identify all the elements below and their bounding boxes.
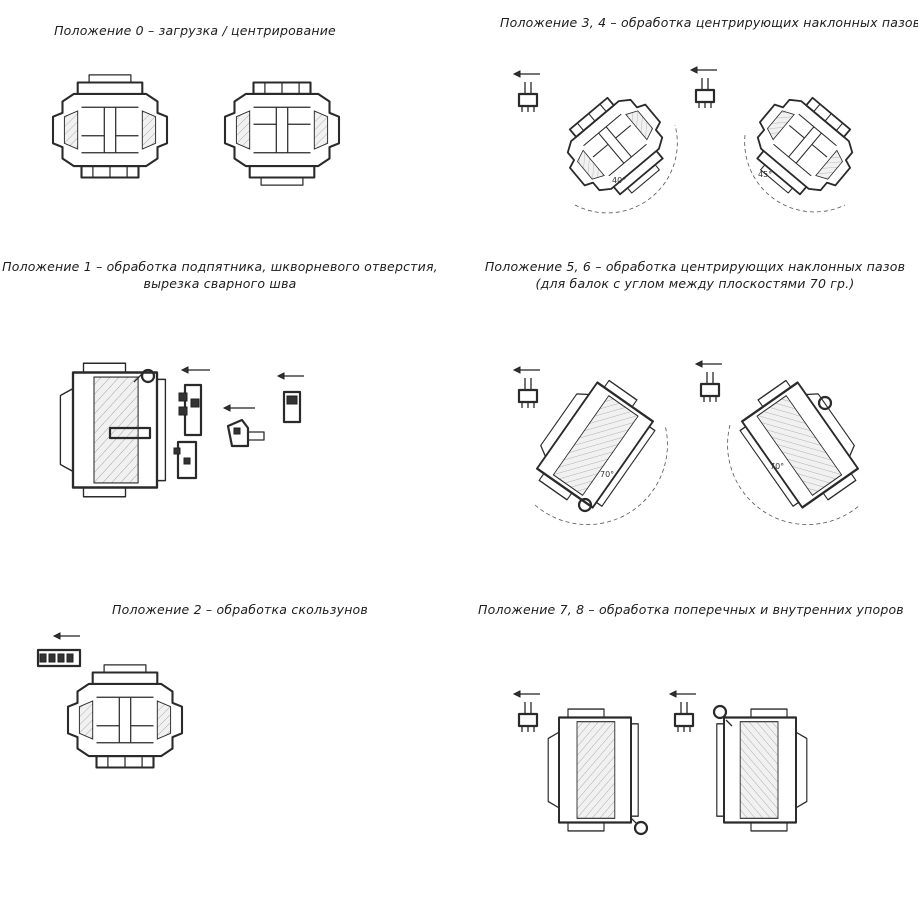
figure-position-3 — [550, 81, 685, 214]
caption-line-1: Положение 1 – обработка подпятника, шкво… — [2, 259, 438, 274]
caption-line-1: Положение 5, 6 – обработка центрирующих … — [484, 259, 906, 274]
figure-position-2-cutter — [32, 628, 92, 678]
angle-label: 40° — [612, 176, 627, 185]
caption-text: Положение 3, 4 – обработка центрирующих … — [500, 15, 918, 30]
figure-position-7 — [547, 707, 655, 835]
caption-line-2: (для балок с углом между плоскостями 70 … — [535, 276, 855, 291]
figure-position-1 — [59, 362, 380, 498]
caption-position-7-8: Положение 7, 8 – обработка поперечных и … — [478, 601, 904, 618]
caption-position-3-4: Положение 3, 4 – обработка центрирующих … — [500, 14, 918, 31]
caption-position-2: Положение 2 – обработка скользунов — [90, 601, 390, 618]
spindle-tool-icon — [668, 689, 698, 734]
cutter-head-icon — [174, 442, 196, 478]
caption-line-2: вырезка сварного шва — [143, 276, 297, 291]
cutter-head-icon — [38, 650, 80, 666]
caption-position-0: Положение 0 – загрузка / центрирование — [30, 22, 360, 39]
angle-label: 45° — [758, 170, 773, 179]
figure-position-5 — [522, 368, 675, 520]
figure-position-8 — [700, 705, 808, 833]
spindle-tool-icon — [689, 65, 719, 110]
caption-text: Положение 7, 8 – обработка поперечных и … — [478, 602, 904, 617]
caption-text: Положение 0 – загрузка / центрирование — [54, 23, 336, 38]
figure-position-0-right — [223, 81, 341, 187]
figure-position-4 — [735, 81, 870, 214]
angle-label: 70° — [600, 470, 615, 479]
caption-text: Положение 2 – обработка скользунов — [112, 602, 368, 617]
cutter-head-icon — [179, 385, 201, 435]
caption-position-1: Положение 1 – обработка подпятника, шкво… — [0, 258, 440, 292]
figure-position-6 — [720, 368, 873, 520]
figure-position-2 — [66, 663, 184, 769]
figure-position-0-left — [51, 73, 169, 179]
angle-label: 70° — [770, 462, 785, 471]
caption-position-5-6: Положение 5, 6 – обработка центрирующих … — [480, 258, 910, 292]
